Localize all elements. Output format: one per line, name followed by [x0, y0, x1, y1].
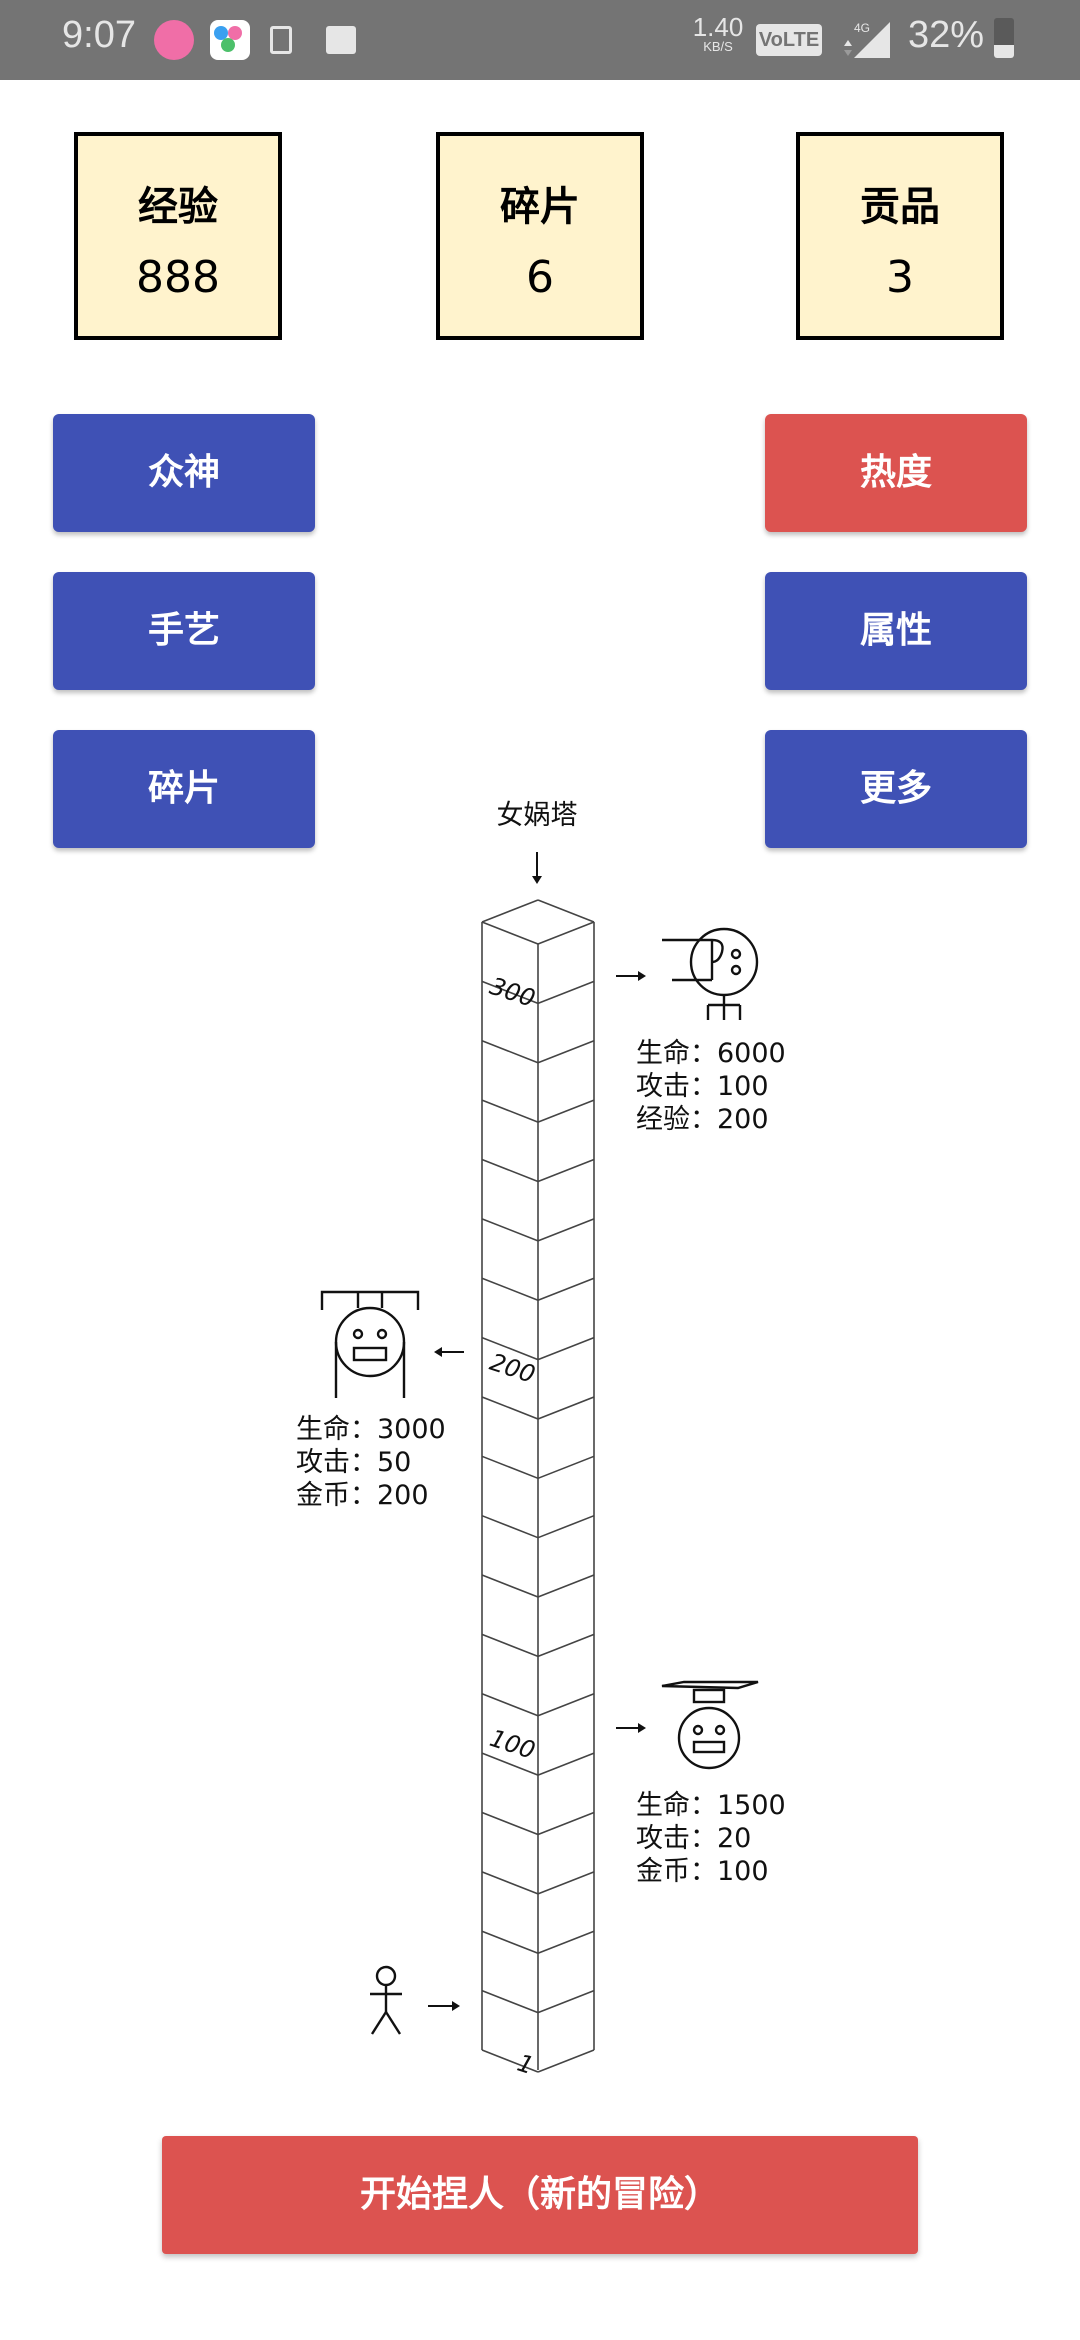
tower-floor-edge	[537, 1752, 595, 1776]
tower-floor-edge	[537, 1633, 595, 1658]
tower-blocks	[481, 899, 595, 2073]
tower-floor-edge	[481, 1989, 539, 2014]
tower-floor-edge	[537, 1396, 595, 1420]
player-figure-icon	[370, 1965, 402, 2035]
gallery-icon	[326, 26, 356, 54]
bilibili-app-icon	[154, 20, 194, 60]
boss-300-arrow	[616, 971, 646, 981]
network-speed: 1.40 KB/S	[692, 12, 744, 54]
battery-icon	[994, 18, 1014, 58]
tower-floor-edge	[537, 980, 595, 1005]
fragments-label: 碎片	[500, 184, 580, 230]
boss-200-hp: 生命：3000	[296, 1414, 446, 1445]
cloud-app-icon	[210, 20, 250, 60]
fragments-button[interactable]: 碎片	[53, 730, 315, 848]
tower-illustration: 女娲塔 300 200 100 1 生命：6000 攻击：100 经验：200	[296, 800, 786, 2080]
tower-floor-edge	[537, 1099, 595, 1123]
boss-100-hp: 生命：1500	[636, 1790, 786, 1821]
tower-floor-edge	[537, 1514, 595, 1539]
gods-button[interactable]: 众神	[53, 414, 315, 532]
tower-roof-edge	[537, 899, 595, 923]
tower-down-arrow	[532, 852, 542, 884]
network-type-label: 4G	[854, 21, 870, 35]
tower-floor-edge	[481, 1693, 539, 1717]
tower-floor-edge	[481, 1158, 539, 1183]
tower-floor-edge	[537, 1039, 595, 1064]
volte-icon: VoLTE	[756, 24, 822, 56]
tribute-label: 贡品	[860, 184, 940, 230]
clock: 9:07	[62, 14, 136, 56]
floor-label-200: 200	[486, 1348, 538, 1389]
tower-floor-edge	[481, 1752, 539, 1776]
battery-percent: 32%	[908, 14, 985, 56]
boss-100-icon	[661, 1680, 759, 1770]
tower-floor-edge	[481, 1930, 539, 1955]
boss-200-attack: 攻击：50	[296, 1447, 411, 1478]
boss-200-icon	[320, 1290, 420, 1398]
status-bar: 9:07 1.40 KB/S VoLTE 4G 32%	[0, 0, 1080, 80]
tower-floor-edge	[481, 1396, 539, 1420]
tower-floor-edge	[481, 1871, 539, 1895]
boss-300-icon	[662, 927, 759, 1020]
tower-floor-edge	[537, 1871, 595, 1895]
tower-floor-edge	[481, 1455, 539, 1480]
tower-floor-edge	[481, 1811, 539, 1836]
tower-floor-edge	[537, 1336, 595, 1361]
fragments-box: 碎片 6	[436, 132, 644, 340]
tower-floor-edge	[481, 1574, 539, 1598]
tower-floor-edge	[537, 2049, 595, 2073]
tower-floor-edge	[537, 1811, 595, 1836]
tower-floor-edge	[481, 1277, 539, 1301]
tower-floor-edge	[481, 2049, 539, 2073]
tower-floor-edge	[537, 1693, 595, 1717]
tower-floor-edge	[481, 1336, 539, 1361]
boss-300-attack: 攻击：100	[636, 1071, 769, 1102]
more-button[interactable]: 更多	[765, 730, 1027, 848]
tower-floor-edge	[537, 1455, 595, 1480]
signal-icon: 4G	[844, 21, 890, 58]
tower-floor-edge	[481, 1218, 539, 1242]
tower-roof-edge	[481, 921, 539, 945]
tower-floor-edge	[537, 1218, 595, 1242]
boss-200-arrow	[434, 1347, 464, 1357]
tower-floor-edge	[537, 1277, 595, 1301]
fragments-value: 6	[526, 252, 554, 303]
boss-100-arrow	[616, 1723, 646, 1733]
boss-300-hp: 生命：6000	[636, 1038, 786, 1069]
tower-roof-edge	[537, 921, 595, 945]
tower-roof-edge	[481, 899, 539, 923]
experience-box: 经验 888	[74, 132, 282, 340]
tower-name: 女娲塔	[497, 800, 578, 831]
tower-floor-edge	[481, 1514, 539, 1539]
boss-300-exp: 经验：200	[636, 1104, 769, 1135]
tower-floor-edge	[481, 1633, 539, 1658]
boss-200-gold: 金币：200	[296, 1480, 429, 1511]
tower-floor-edge	[537, 1574, 595, 1598]
tribute-value: 3	[886, 252, 914, 303]
boss-100-attack: 攻击：20	[636, 1823, 751, 1854]
tower-floor-edge	[481, 1039, 539, 1064]
tower-floor-edge	[537, 1989, 595, 2014]
experience-value: 888	[136, 252, 220, 303]
floor-label-300: 300	[486, 972, 538, 1013]
experience-label: 经验	[138, 184, 218, 230]
attributes-button[interactable]: 属性	[765, 572, 1027, 690]
start-adventure-button[interactable]: 开始捏人（新的冒险）	[162, 2136, 918, 2254]
tower-floor-edge	[481, 1099, 539, 1123]
tower-floor-edge	[537, 1930, 595, 1955]
floor-label-1: 1	[514, 2049, 537, 2080]
download-icon	[270, 26, 292, 54]
tower-floor-edge	[481, 980, 539, 1005]
tribute-box: 贡品 3	[796, 132, 1004, 340]
player-arrow	[428, 2001, 460, 2011]
heat-button[interactable]: 热度	[765, 414, 1027, 532]
craft-button[interactable]: 手艺	[53, 572, 315, 690]
tower-floor-edge	[537, 1158, 595, 1183]
boss-100-gold: 金币：100	[636, 1856, 769, 1887]
